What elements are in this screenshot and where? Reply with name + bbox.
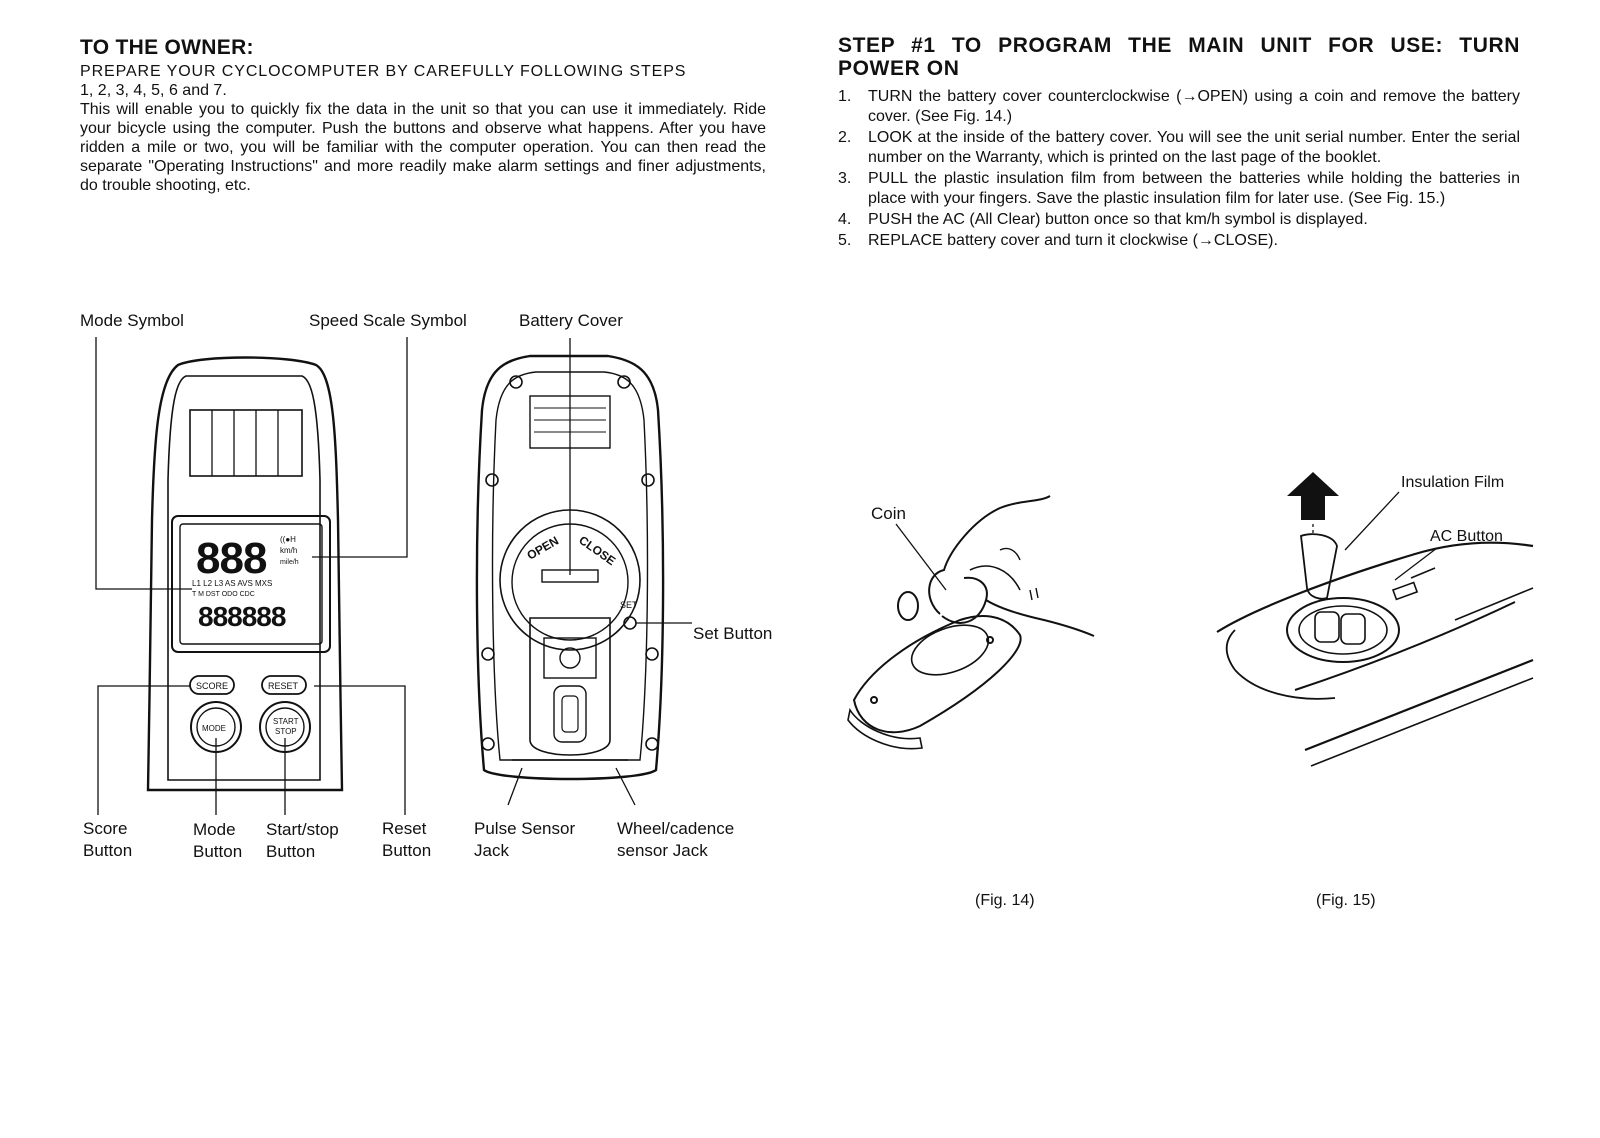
- reset-button[interactable]: [261, 675, 307, 695]
- svg-text:SCORE: SCORE: [196, 681, 228, 691]
- svg-text:mile/h: mile/h: [280, 559, 299, 566]
- display-bottom-digits: 888888: [198, 601, 286, 632]
- list-item: 5.REPLACE battery cover and turn it cloc…: [838, 232, 1278, 249]
- set-button-label: Set Button: [693, 624, 773, 643]
- list-item: 1.TURN the battery cover counterclockwis…: [838, 88, 1520, 125]
- svg-text:OPEN: OPEN: [525, 533, 561, 562]
- start-stop-button[interactable]: [265, 707, 305, 747]
- svg-text:((●H: ((●H: [280, 535, 296, 544]
- owner-heading: TO THE OWNER:: [80, 36, 254, 59]
- score-button[interactable]: [189, 675, 235, 695]
- display-top-digits: 888: [196, 534, 267, 583]
- arrow-up-icon: [1287, 472, 1339, 520]
- set-button[interactable]: [623, 616, 637, 630]
- speed-scale-symbol-label: Speed Scale Symbol: [309, 311, 467, 330]
- prepare-line: PREPARE YOUR CYCLOCOMPUTER BY CAREFULLY …: [80, 63, 687, 80]
- svg-text:START: START: [273, 717, 299, 726]
- list-item: 3.PULL the plastic insulation film from …: [838, 170, 1520, 207]
- fig15-illustration: [1216, 472, 1534, 767]
- svg-text:MODE: MODE: [202, 724, 226, 733]
- step1-section: STEP #1 TO PROGRAM THE MAIN UNIT FOR USE…: [838, 34, 1520, 252]
- fig14-illustration: [847, 495, 1095, 750]
- svg-text:SET: SET: [620, 600, 638, 610]
- insulation-film-label: Insulation Film: [1401, 474, 1505, 491]
- owner-section: TO THE OWNER: PREPARE YOUR CYCLOCOMPUTER…: [80, 36, 766, 195]
- mode-symbol-label: Mode Symbol: [80, 311, 184, 330]
- step1-heading: STEP #1 TO PROGRAM THE MAIN UNIT FOR USE…: [838, 34, 1520, 80]
- svg-text:CLOSE: CLOSE: [576, 533, 618, 568]
- list-item: 2.LOOK at the inside of the battery cove…: [838, 129, 1520, 166]
- fig14-caption: (Fig. 14): [975, 892, 1035, 909]
- fig15-caption: (Fig. 15): [1316, 892, 1376, 909]
- ac-button-label: AC Button: [1430, 528, 1503, 545]
- display-mode-row1: L1 L2 L3 AS AVS MXS: [192, 579, 272, 588]
- step1-list: 1.TURN the battery cover counterclockwis…: [838, 87, 1520, 251]
- svg-text:km/h: km/h: [280, 546, 297, 555]
- prepare-steps-line: 1, 2, 3, 4, 5, 6 and 7.: [80, 82, 227, 99]
- list-item: 4.PUSH the AC (All Clear) button once so…: [838, 211, 1368, 228]
- owner-text: PREPARE YOUR CYCLOCOMPUTER BY CAREFULLY …: [80, 62, 766, 195]
- coin-label: Coin: [871, 504, 906, 523]
- svg-text:STOP: STOP: [275, 727, 297, 736]
- owner-body: This will enable you to quickly fix the …: [80, 101, 766, 194]
- svg-text:RESET: RESET: [268, 681, 299, 691]
- display-mode-row2: T M DST ODO CDC: [192, 591, 255, 598]
- mode-button[interactable]: [196, 707, 236, 747]
- front-unit-diagram: 888 ((●H km/h mile/h L1 L2 L3 AS AVS MXS…: [95, 337, 408, 815]
- battery-cover-label: Battery Cover: [519, 311, 623, 330]
- back-unit-diagram: OPEN CLOSE SET: [475, 338, 692, 806]
